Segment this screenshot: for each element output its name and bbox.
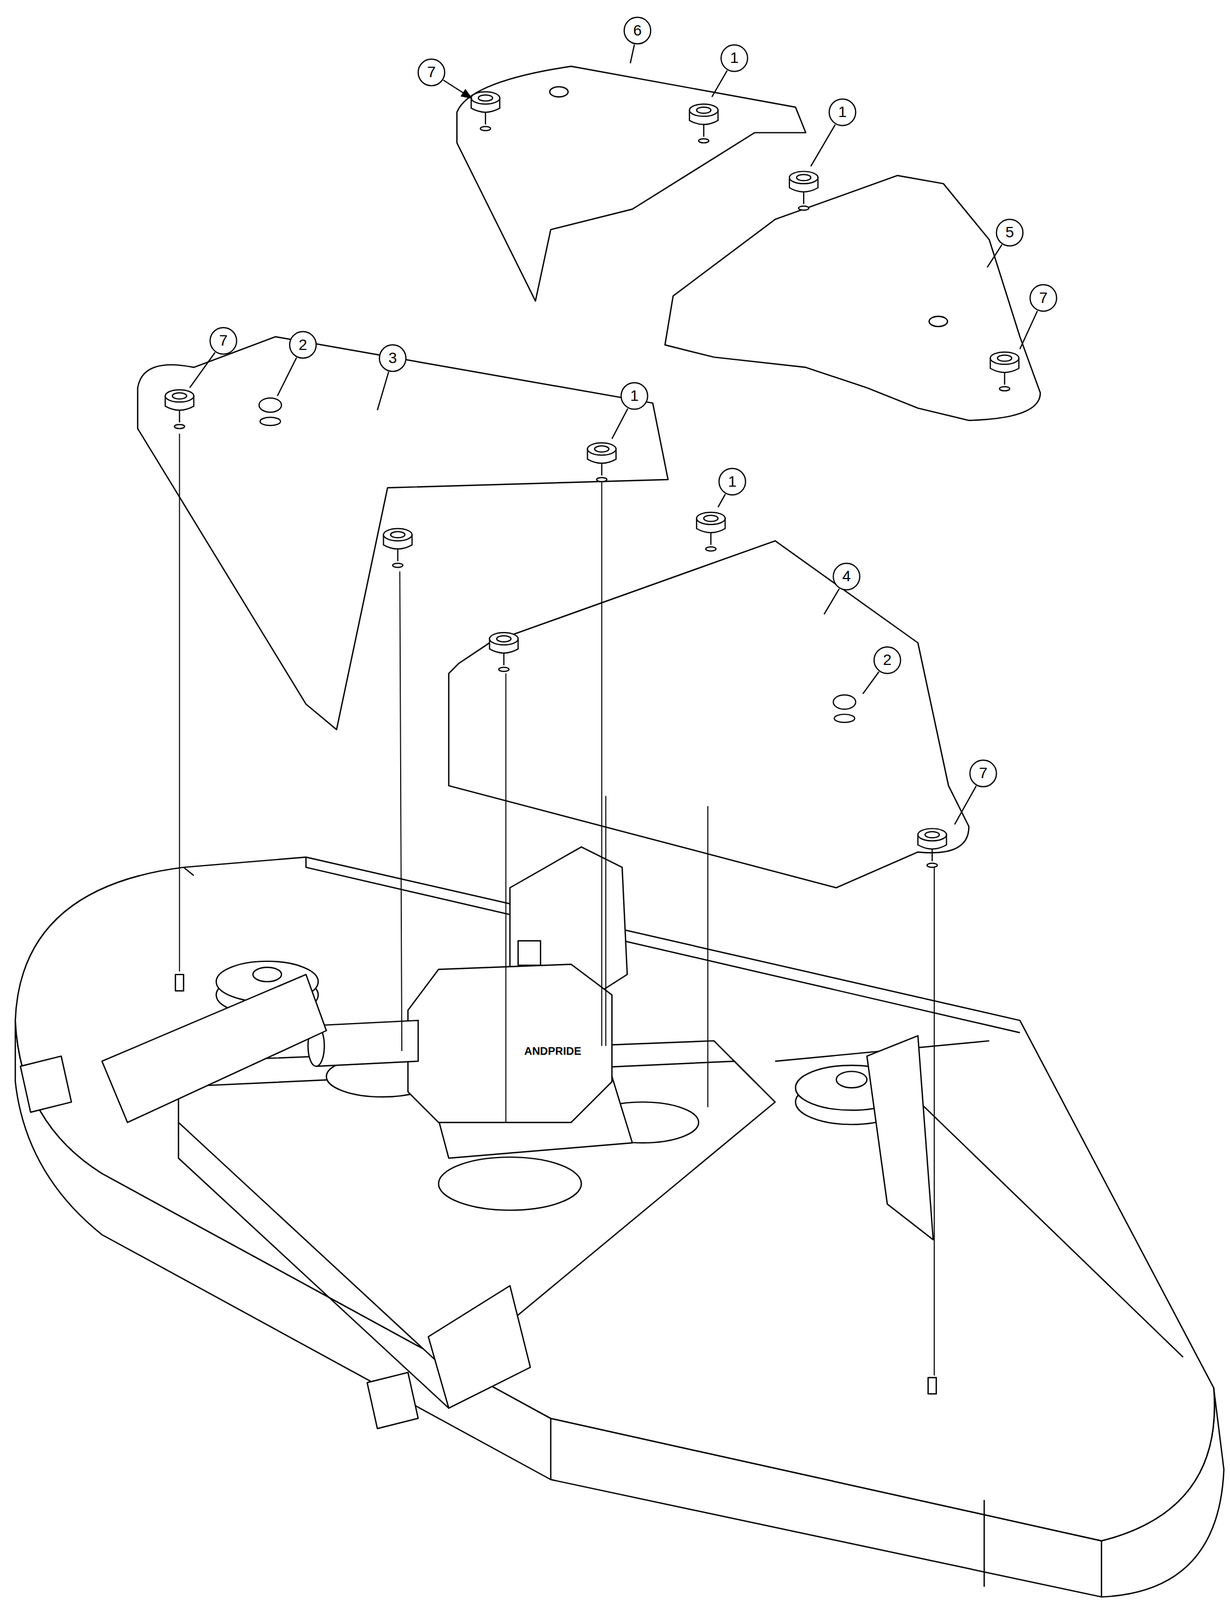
leader-arrowhead: [461, 90, 472, 99]
callout-number: 7: [979, 765, 988, 781]
hitch-plate: [428, 1285, 531, 1408]
brand-text: ANDPRIDE: [522, 1044, 583, 1057]
leader-line: [189, 352, 215, 388]
knob: [689, 103, 718, 143]
callout-number: 4: [842, 568, 852, 584]
right-mast: [867, 1035, 934, 1240]
callout-circle: [718, 468, 746, 496]
knob: [383, 528, 412, 568]
callout-number: 1: [729, 50, 739, 66]
callout-circle: [969, 759, 997, 787]
callout-number: 7: [219, 332, 228, 349]
callout-circle: [1029, 284, 1057, 312]
knob: [471, 91, 500, 131]
callout-number: 5: [1005, 224, 1015, 240]
callout-number: 7: [1039, 290, 1048, 306]
callout-number: 1: [838, 104, 847, 120]
leader-line: [611, 408, 628, 439]
leader-line: [377, 371, 389, 410]
hitch-clevis: [20, 1055, 72, 1112]
gearbox-input: [518, 940, 541, 966]
knob: [587, 442, 617, 482]
callout-number: 1: [630, 388, 640, 404]
callout-number: 2: [298, 337, 308, 353]
leader-line: [1020, 311, 1038, 350]
callout-circle: [209, 327, 237, 355]
hitch-clevis: [367, 1372, 419, 1429]
knob: [917, 828, 947, 868]
stud: [175, 974, 184, 991]
callout-circle: [721, 44, 748, 72]
leader-line: [823, 588, 840, 615]
callout-circle: [833, 563, 860, 590]
callout-number: 6: [633, 22, 642, 39]
shield-4: [448, 540, 969, 888]
callout-number: 2: [882, 652, 892, 668]
plug: [833, 694, 856, 723]
callout-circle: [874, 646, 901, 674]
callout-circle: [829, 98, 857, 126]
knob: [696, 512, 725, 552]
callout-number: 3: [388, 350, 397, 366]
leader-line: [277, 357, 297, 396]
callout-number: 7: [426, 64, 436, 80]
knob: [990, 352, 1019, 391]
callout-circle: [418, 59, 445, 86]
callout-circle: [289, 331, 317, 359]
leader-line: [862, 671, 879, 694]
knob: [165, 389, 194, 429]
stud: [928, 1377, 937, 1394]
callout-circle: [624, 17, 652, 45]
leader-line: [987, 244, 1003, 268]
gearbox-shaft: [315, 1020, 419, 1066]
shield-hole: [929, 315, 948, 327]
shield-hole: [549, 86, 569, 98]
shield-5: [664, 175, 1041, 421]
plug: [259, 397, 282, 426]
callout-circle: [621, 382, 648, 410]
pulley-hub: [253, 967, 282, 982]
knob: [789, 171, 818, 211]
gearbox-body: [407, 963, 612, 1122]
pulley: [438, 1156, 582, 1210]
knob: [489, 632, 519, 672]
callout-circle: [996, 219, 1024, 246]
leader-line: [630, 44, 635, 64]
callout-circle: [379, 344, 407, 372]
leader-line: [954, 785, 976, 825]
pulley-hub: [836, 1070, 868, 1088]
leader-line: [711, 70, 728, 97]
callout-number: 1: [728, 473, 737, 490]
hitch-plate: [102, 974, 327, 1123]
leader-line: [443, 80, 472, 99]
assembly-line: [179, 433, 935, 1375]
leader-line: [717, 494, 725, 508]
leader-line: [810, 124, 836, 167]
